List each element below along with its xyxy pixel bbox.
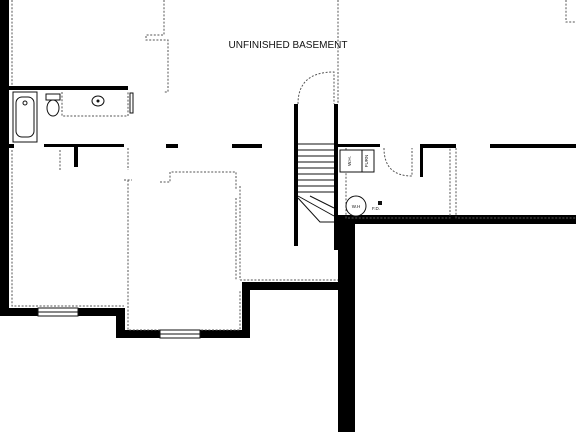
stair-door-swing: [297, 71, 335, 105]
garage-top-wall: [338, 215, 576, 224]
right-room-outline: [455, 148, 576, 219]
bedroom-2-door-jamb: [124, 148, 132, 181]
mech-room-right-wall: [420, 147, 423, 177]
floor-drain-label: F.D.: [372, 206, 380, 211]
bedroom-1-outline: [11, 150, 124, 307]
bottom-wall-riser: [242, 282, 250, 338]
bedroom-2-closet: [160, 171, 237, 190]
bathroom: [12, 91, 134, 143]
windows: [37, 307, 201, 339]
stair-right-wall: [334, 104, 338, 250]
furnace-label: FURN: [364, 155, 369, 168]
bottom-wall-left: [0, 308, 38, 316]
stair-winder-2: [309, 195, 335, 209]
floor-drain-icon: [378, 201, 382, 205]
mid-wall-segment-2: [232, 144, 262, 148]
top-partition: [145, 0, 169, 93]
mid-wall-segment-4: [490, 144, 576, 148]
mech-room-outline: [345, 148, 451, 219]
garage-left-wall: [338, 215, 347, 432]
bottom-wall-middle: [78, 308, 124, 316]
stair-winder-1: [297, 195, 335, 217]
toilet-tank: [45, 93, 61, 101]
mech-door-swing: [383, 147, 413, 177]
stair-winder-3: [297, 197, 334, 223]
bedroom-2-right-wall: [235, 186, 241, 280]
mid-wall-segment-3: [420, 144, 456, 148]
bottom-wall-lower-left: [116, 330, 160, 338]
room-label-unfinished-basement: UNFINISHED BASEMENT: [229, 40, 348, 51]
mech-room-top-wall: [338, 144, 380, 147]
bottom-wall-lower-right: [200, 330, 250, 338]
bath-top-wall: [0, 86, 128, 90]
vanity-end: [129, 92, 134, 114]
left-exterior-wall: [0, 0, 9, 316]
sink-drain: [96, 99, 100, 103]
bathtub-drain: [22, 100, 28, 106]
bedroom-wall-segment: [44, 144, 124, 147]
mid-wall-segment-1: [166, 144, 178, 148]
water-heater: [345, 195, 367, 217]
bedroom-wall-stub: [74, 147, 78, 167]
staircase: [297, 143, 335, 223]
stair-treads: [298, 149, 334, 193]
bedroom-wall-left: [0, 144, 14, 148]
door-swings: [297, 71, 413, 177]
bathtub-basin: [15, 96, 35, 138]
heater-label: W.H.: [347, 156, 352, 166]
garage-inner-wall: [347, 224, 355, 432]
water-heater-label: W.H: [352, 204, 361, 209]
top-right-corner: [565, 0, 576, 23]
toilet-bowl: [46, 99, 60, 117]
mechanical-equipment: FURN W.H. W.H F.D.: [339, 149, 382, 217]
bottom-wall-upper: [242, 282, 346, 290]
bottom-wall-step: [116, 308, 125, 338]
bedroom-2-outline: [127, 180, 241, 331]
furnace: [339, 149, 375, 173]
vanity-counter: [61, 92, 129, 117]
stair-left-wall: [294, 104, 298, 246]
